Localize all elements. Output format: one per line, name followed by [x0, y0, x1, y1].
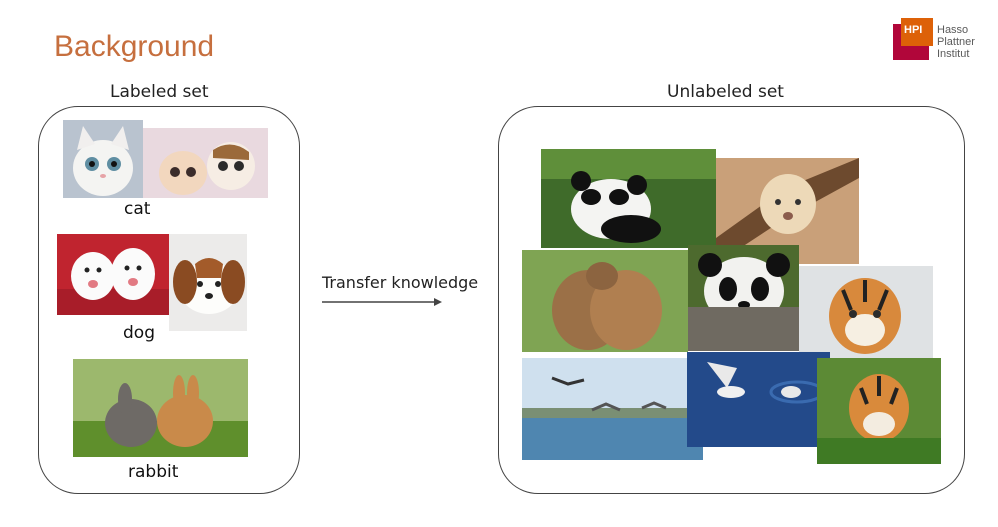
caption-dog: dog [123, 323, 155, 343]
seagull-water [687, 352, 830, 447]
logo-name: Hasso Plattner Institut [937, 24, 975, 60]
logo-abbr: HPI [904, 24, 923, 36]
hpi-logo: HPI Hasso Plattner Institut [893, 18, 988, 62]
panda-peeking [688, 245, 799, 351]
caption-cat: cat [124, 199, 151, 219]
caption-rabbit: rabbit [128, 462, 179, 482]
labeled-set-label: Labeled set [110, 82, 209, 102]
tiger-cub-face [799, 266, 933, 358]
cat-white-icon [63, 120, 143, 198]
seagulls-flying [522, 358, 703, 460]
transfer-arrow-icon [322, 298, 442, 306]
slide-title: Background [54, 30, 215, 63]
kittens-icon [143, 128, 268, 198]
samoyed-dogs-icon [57, 234, 169, 315]
puppy-icon [169, 234, 247, 331]
rabbits-icon [73, 359, 248, 457]
logo-orange-square [901, 18, 933, 46]
panda-bamboo [541, 149, 716, 248]
unlabeled-set-label: Unlabeled set [667, 82, 784, 102]
tiger-cub-grass [817, 358, 941, 464]
transfer-knowledge-label: Transfer knowledge [322, 273, 479, 292]
bears-hugging [522, 250, 688, 352]
